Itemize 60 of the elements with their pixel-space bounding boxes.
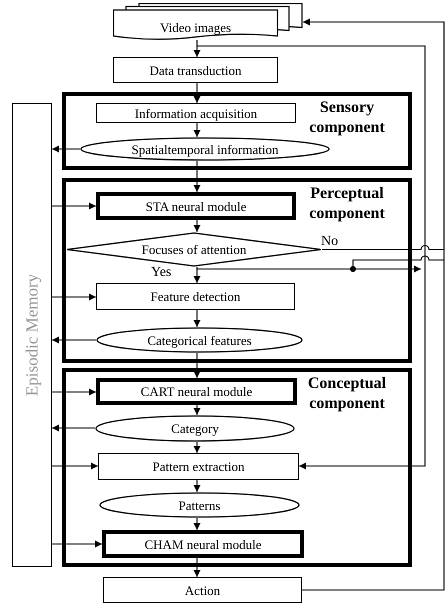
memory-label: Episodic Memory: [21, 274, 42, 396]
arrow: [52, 146, 80, 152]
component-group: [62, 92, 412, 170]
arrow: [194, 267, 200, 283]
data-ellipse: [96, 327, 303, 353]
arrow: [194, 405, 200, 415]
process-box: [113, 57, 278, 83]
node-label: Category: [171, 421, 219, 436]
arrow: [194, 220, 200, 232]
data-ellipse: [99, 492, 300, 518]
data-ellipse: [95, 415, 295, 442]
module-box: [96, 192, 296, 220]
arrow: [194, 310, 200, 327]
component-group: [62, 178, 412, 363]
node-label: Feature detection: [150, 289, 240, 304]
arrow: [52, 388, 96, 396]
process-box: [98, 453, 299, 480]
arrow: [194, 353, 200, 378]
node-label: Data transduction: [149, 62, 242, 78]
memory-box: [12, 103, 52, 567]
arrow: [52, 202, 96, 210]
arrow: [302, 18, 445, 591]
module-box: [102, 530, 304, 558]
component-heading: Conceptual component: [306, 374, 388, 414]
node-label: Video images: [160, 20, 232, 35]
arrow: [196, 40, 426, 470]
module-box: [96, 378, 297, 405]
arrow: [194, 161, 200, 192]
node-label: CART neural module: [140, 384, 252, 399]
node-label: Categorical features: [147, 332, 252, 348]
process-box: [96, 103, 296, 123]
node-label: Information acquisition: [134, 106, 258, 120]
edge-label: No: [320, 235, 340, 249]
process-box: [96, 283, 295, 310]
arrow: [52, 336, 96, 344]
component-group: [62, 368, 412, 567]
data-ellipse: [80, 137, 330, 161]
arrow: [194, 558, 200, 577]
node-label: CHAM neural module: [144, 536, 262, 552]
arrow: [194, 480, 200, 492]
component-heading: Perceptual component: [308, 184, 386, 224]
arrow: [194, 123, 200, 137]
arrow: [196, 255, 445, 272]
arrow: [194, 442, 200, 453]
process-box: [103, 577, 302, 603]
node-label: Patterns: [178, 498, 220, 512]
node-label: Focuses of attention: [142, 242, 246, 257]
arrow: [52, 424, 95, 432]
arrow: [52, 540, 102, 548]
document-stack: [113, 3, 303, 40]
component-heading: Sensory component: [308, 98, 386, 138]
node-label: Action: [184, 582, 220, 598]
arrow: [194, 83, 200, 103]
decision-diamond: [66, 232, 322, 267]
node-label: Spatialtemporal information: [132, 142, 278, 156]
arrow: [194, 518, 200, 530]
node-label: Pattern extraction: [152, 459, 245, 474]
arrow: [52, 294, 96, 300]
arrow: [52, 462, 98, 470]
node-label: STA neural module: [146, 198, 246, 214]
